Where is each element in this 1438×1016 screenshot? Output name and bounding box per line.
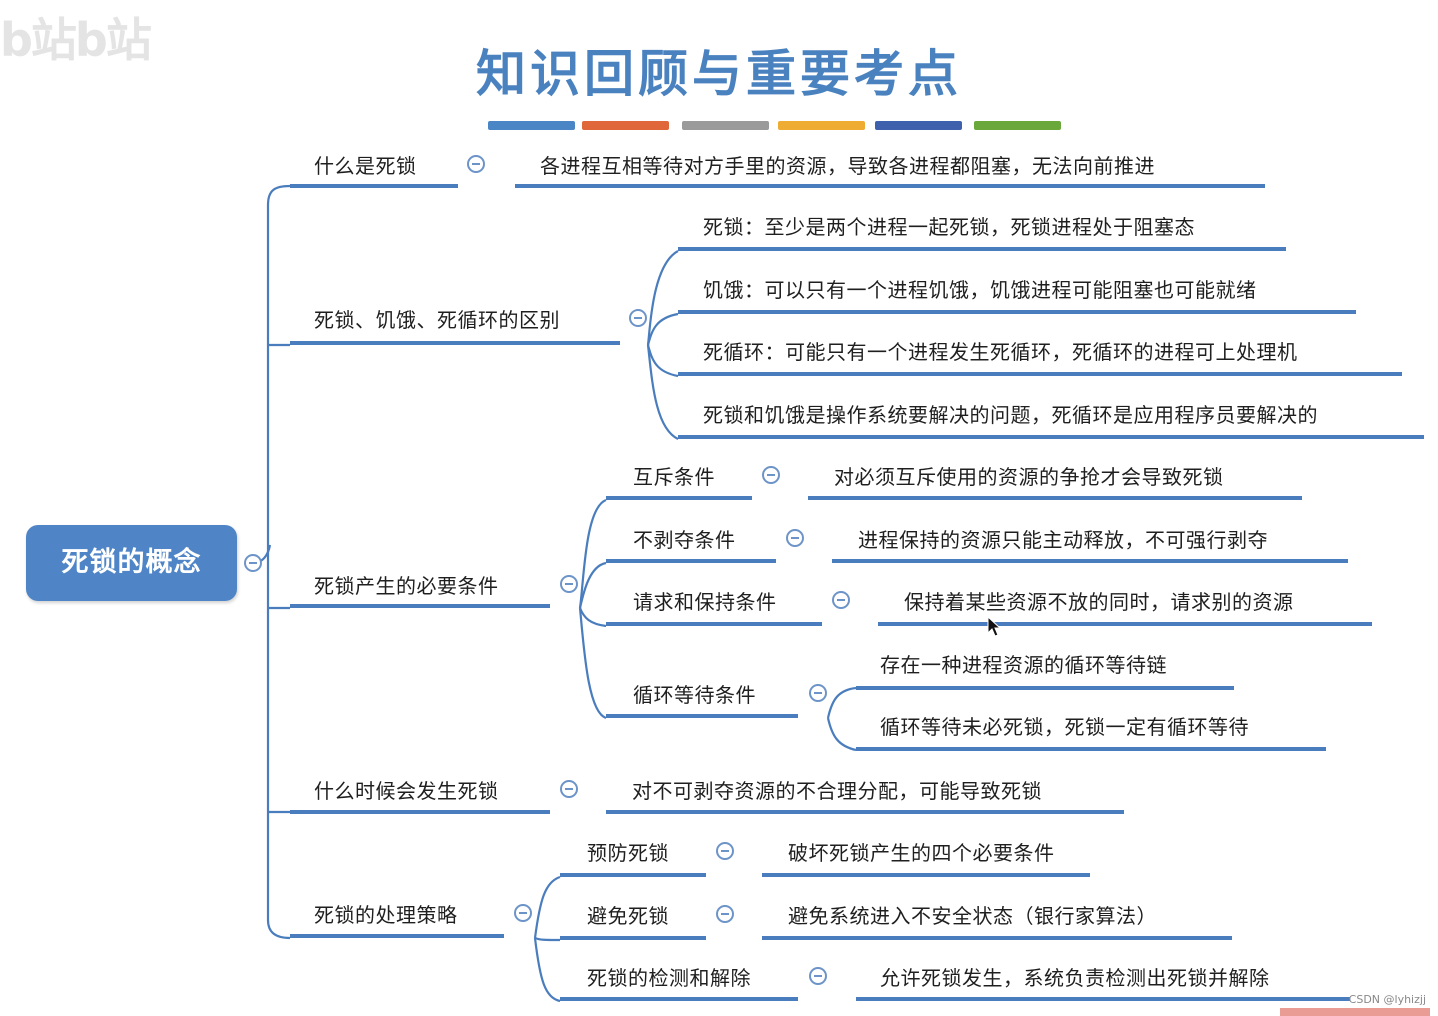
condition-no-preemption[interactable]: 不剥夺条件: [633, 528, 736, 552]
collapse-toggle-icon[interactable]: [809, 967, 827, 985]
watermark-logo: b站b站: [0, 13, 152, 67]
branch-underline: [606, 810, 1124, 814]
collapse-toggle-icon[interactable]: [716, 842, 734, 860]
branch-necessary-conditions[interactable]: 死锁产生的必要条件: [314, 574, 499, 598]
collapse-toggle-icon[interactable]: [629, 309, 647, 327]
item-underline: [678, 372, 1402, 376]
collapse-toggle-icon[interactable]: [809, 684, 827, 702]
footer-overlay-strip: [1280, 1008, 1430, 1016]
branch-when-deadlock[interactable]: 什么时候会发生死锁: [314, 779, 499, 803]
branch-difference[interactable]: 死锁、饥饿、死循环的区别: [314, 308, 560, 332]
condition-hold-and-wait[interactable]: 请求和保持条件: [633, 590, 777, 614]
difference-item-deadlock: 死锁：至少是两个进程一起死锁，死锁进程处于阻塞态: [703, 215, 1195, 239]
root-node[interactable]: 死锁的概念: [26, 525, 237, 601]
condition-hold-and-wait-detail: 保持着某些资源不放的同时，请求别的资源: [904, 590, 1294, 614]
item-underline: [878, 622, 1372, 626]
collapse-toggle-icon[interactable]: [467, 155, 485, 173]
collapse-toggle-icon[interactable]: [716, 905, 734, 923]
item-underline: [678, 247, 1286, 251]
footer-credit: CSDN @lyhizjj: [1348, 993, 1426, 1006]
item-underline: [606, 714, 798, 718]
item-underline: [678, 310, 1356, 314]
condition-mutex-detail: 对必须互斥使用的资源的争抢才会导致死锁: [834, 465, 1224, 489]
branch-detail: 各进程互相等待对方手里的资源，导致各进程都阻塞，无法向前推进: [540, 154, 1155, 178]
condition-no-preemption-detail: 进程保持的资源只能主动释放，不可强行剥夺: [858, 528, 1268, 552]
condition-circular-wait[interactable]: 循环等待条件: [633, 683, 756, 707]
strategy-avoidance[interactable]: 避免死锁: [587, 904, 669, 928]
item-underline: [606, 622, 822, 626]
color-bar-2: [582, 121, 669, 130]
item-underline: [856, 686, 1234, 690]
strategy-avoidance-detail: 避免系统进入不安全状态（银行家算法）: [788, 904, 1157, 928]
strategy-detection-detail: 允许死锁发生，系统负责检测出死锁并解除: [880, 966, 1270, 990]
item-underline: [762, 873, 1090, 877]
collapse-toggle-icon[interactable]: [560, 575, 578, 593]
branch-underline: [290, 934, 504, 938]
color-bar-4: [778, 121, 865, 130]
item-underline: [606, 559, 776, 563]
mouse-cursor-icon: [987, 616, 1002, 637]
condition-mutex[interactable]: 互斥条件: [633, 465, 715, 489]
collapse-toggle-icon[interactable]: [786, 529, 804, 547]
item-underline: [560, 997, 798, 1001]
item-underline: [606, 496, 752, 500]
collapse-toggle-icon[interactable]: [244, 554, 262, 572]
circular-wait-detail-chain: 存在一种进程资源的循环等待链: [880, 653, 1167, 677]
strategy-prevention[interactable]: 预防死锁: [587, 841, 669, 865]
color-bar-5: [875, 121, 962, 130]
item-underline: [832, 559, 1348, 563]
item-underline: [762, 936, 1232, 940]
item-underline: [808, 496, 1302, 500]
item-underline: [560, 873, 706, 877]
branch-underline: [290, 810, 550, 814]
item-underline: [856, 997, 1350, 1001]
color-bar-3: [682, 121, 769, 130]
collapse-toggle-icon[interactable]: [514, 904, 532, 922]
branch-underline: [290, 604, 550, 608]
color-bar-1: [488, 121, 575, 130]
collapse-toggle-icon[interactable]: [762, 466, 780, 484]
branch-detail: 对不可剥夺资源的不合理分配，可能导致死锁: [632, 779, 1042, 803]
collapse-toggle-icon[interactable]: [560, 780, 578, 798]
branch-underline: [290, 341, 620, 345]
branch-underline: [515, 184, 1265, 188]
item-underline: [560, 936, 706, 940]
difference-item-starvation: 饥饿：可以只有一个进程饥饿，饥饿进程可能阻塞也可能就绪: [703, 278, 1257, 302]
color-bar-6: [974, 121, 1061, 130]
branch-underline: [290, 184, 458, 188]
strategy-prevention-detail: 破坏死锁产生的四个必要条件: [788, 841, 1055, 865]
circular-wait-detail-relation: 循环等待未必死锁，死锁一定有循环等待: [880, 715, 1249, 739]
difference-item-responsibility: 死锁和饥饿是操作系统要解决的问题，死循环是应用程序员要解决的: [703, 403, 1318, 427]
branch-what-is-deadlock[interactable]: 什么是死锁: [314, 154, 417, 178]
page-title: 知识回顾与重要考点: [476, 44, 962, 103]
item-underline: [856, 747, 1326, 751]
item-underline: [678, 435, 1424, 439]
collapse-toggle-icon[interactable]: [832, 591, 850, 609]
difference-item-infinite-loop: 死循环：可能只有一个进程发生死循环，死循环的进程可上处理机: [703, 340, 1298, 364]
strategy-detection[interactable]: 死锁的检测和解除: [587, 966, 751, 990]
branch-handling-strategies[interactable]: 死锁的处理策略: [314, 903, 458, 927]
